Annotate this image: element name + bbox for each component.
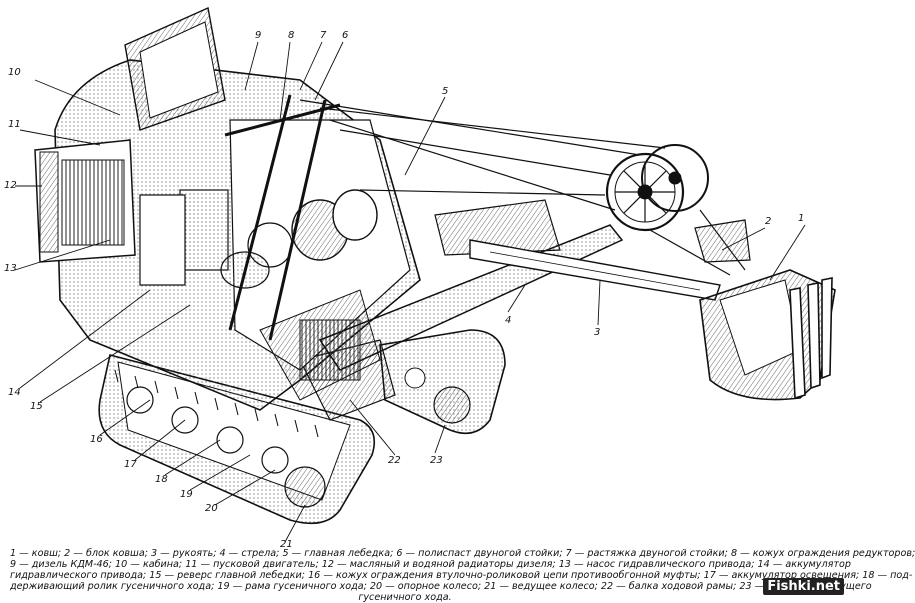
legend-line: держивающий ролик гусеничного хода; 19 —…	[10, 581, 872, 592]
radiator	[34, 139, 136, 263]
callout-22: 22	[388, 455, 401, 466]
machine-house	[54, 59, 421, 411]
legend-line: 1 — ковш; 2 — блок ковша; 3 — рукоять; 4…	[10, 548, 915, 559]
callout-10: 10	[8, 67, 21, 78]
callout-17: 17	[124, 459, 137, 470]
callout-3: 3	[594, 327, 601, 338]
callout-4: 4	[505, 315, 512, 326]
callout-15: 15	[30, 401, 43, 412]
callout-8: 8	[288, 30, 295, 41]
legend-line: гусеничного хода.	[358, 592, 452, 603]
leader-lines	[14, 41, 806, 543]
hoist-ropes	[299, 99, 746, 276]
bucket	[699, 269, 836, 401]
a-frame	[224, 94, 341, 341]
excavator-illustration	[14, 6, 836, 543]
legend-line: гидравлического привода; 15 — реверс гла…	[10, 570, 913, 581]
callout-20: 20	[205, 503, 218, 514]
callout-11: 11	[8, 119, 21, 130]
watermark: Fishki.net	[763, 578, 844, 595]
callout-14: 14	[8, 387, 21, 398]
callout-21: 21	[280, 539, 293, 550]
cab	[124, 6, 226, 131]
callout-16: 16	[90, 434, 103, 445]
boom-sheaves	[605, 144, 709, 232]
legend: 1 — ковш; 2 — блок ковша; 3 — рукоять; 4…	[10, 548, 915, 603]
callout-18: 18	[155, 474, 168, 485]
callout-19: 19	[180, 489, 193, 500]
callout-1: 1	[798, 213, 805, 224]
right-crawler-track	[379, 329, 506, 435]
callout-9: 9	[255, 30, 262, 41]
callout-23: 23	[430, 455, 443, 466]
callout-12: 12	[4, 180, 17, 191]
callout-13: 13	[4, 263, 17, 274]
callout-2: 2	[765, 216, 772, 227]
main-winch	[139, 189, 378, 289]
left-crawler-track	[98, 354, 376, 525]
legend-line: 9 — дизель КДМ-46; 10 — кабина; 11 — пус…	[10, 559, 851, 570]
callout-7: 7	[320, 30, 327, 41]
callout-6: 6	[342, 30, 349, 41]
bucket-block	[694, 219, 751, 263]
excavator-diagram: 1 2 3 4 5 6 7 8 9 10 11 12 13 14 15 16 1…	[4, 6, 836, 550]
callout-5: 5	[442, 86, 449, 97]
